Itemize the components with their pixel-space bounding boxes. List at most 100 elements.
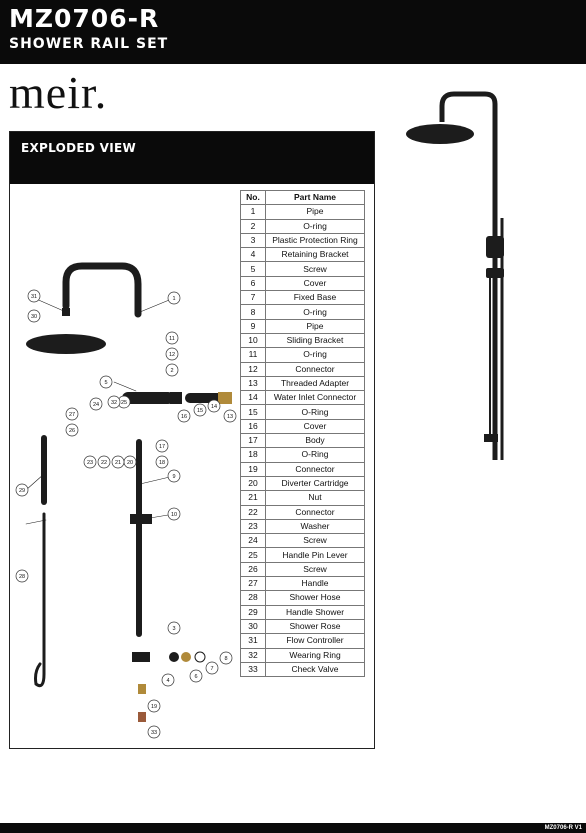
part-name: O-ring [265,347,365,363]
callout-bubble [65,407,79,421]
part-name: O-Ring [265,447,365,463]
callout-label: 12 [169,352,175,358]
callout-bubble [165,363,179,377]
part-number: 3 [240,232,266,249]
part-name: Pipe [265,318,365,334]
part-number: 30 [240,618,266,635]
flow-controller [62,308,70,316]
part-name: Shower Hose [265,590,365,606]
part-name: Plastic Protection Ring [265,232,365,249]
callout-bubble [177,409,191,423]
callout-label: 26 [69,428,75,434]
threaded-adapter [218,392,232,404]
part-number: 5 [240,261,266,277]
part-name: Washer [265,518,365,535]
header-no: No. [240,189,266,206]
callout-label: 32 [111,400,117,406]
callout-label: 22 [101,460,107,466]
footer-code: MZ0706-R V1 [544,825,582,831]
callout-label: 21 [115,460,121,466]
part-name: Wearing Ring [265,647,365,663]
model-number: MZ0706-R [9,4,160,33]
part-name: Threaded Adapter [265,375,365,392]
photo-shower-head [406,124,474,144]
callout-label: 16 [181,414,187,420]
callout-label: 18 [159,460,165,466]
connector-19 [138,684,146,694]
callout-label: 9 [172,474,175,480]
part-name: O-ring [265,304,365,320]
fixed-base [132,652,150,662]
photo-diverter [486,236,504,258]
callout-label: 8 [224,656,227,662]
callout-label: 14 [211,404,217,410]
callout-label: 23 [87,460,93,466]
shower-rose [26,334,106,354]
callout-bubble [189,669,203,683]
product-photo [406,91,504,460]
callout-label: 29 [19,488,25,494]
callout-bubble [193,403,207,417]
part-number: 23 [240,518,266,535]
part-number: 10 [240,332,266,349]
callout-label: 28 [19,574,25,580]
part-name: Cover [265,418,365,435]
callout-bubble [155,455,169,469]
callout-bubble [97,455,111,469]
part-name: Handle Pin Lever [265,547,365,563]
callout-bubble [165,331,179,345]
part-name: Check Valve [265,661,365,678]
part-name: Handle Shower [265,604,365,620]
callout-bubble [167,507,181,521]
footer-band: MZ0706-R V1 [0,823,586,833]
part-number: 33 [240,661,266,678]
part-number: 17 [240,433,266,449]
header-band: MZ0706-R SHOWER RAIL SET [0,0,586,64]
part-name: Screw [265,261,365,277]
callout-label: 1 [172,296,175,302]
part-name: Connector [265,361,365,377]
product-subtitle: SHOWER RAIL SET [9,36,169,52]
callout-bubble [107,395,121,409]
callout-label: 11 [169,336,175,342]
callout-bubble [155,439,169,453]
part-number: 21 [240,490,266,506]
callout-label: 7 [210,666,213,672]
part-number: 6 [240,275,266,292]
brand-logo: meir. [9,67,108,118]
callout-bubble [223,409,237,423]
header-part-name: Part Name [265,189,365,206]
part-number: 27 [240,576,266,592]
callout-bubble [167,469,181,483]
part-name: Nut [265,490,365,506]
callout-label: 2 [170,368,173,374]
part-name: Retaining Bracket [265,247,365,263]
part-name: Sliding Bracket [265,332,365,349]
callout-bubble [83,455,97,469]
photo-slider [486,268,504,278]
part-number: 28 [240,590,266,606]
part-number: 12 [240,361,266,377]
cover-16 [170,392,182,404]
